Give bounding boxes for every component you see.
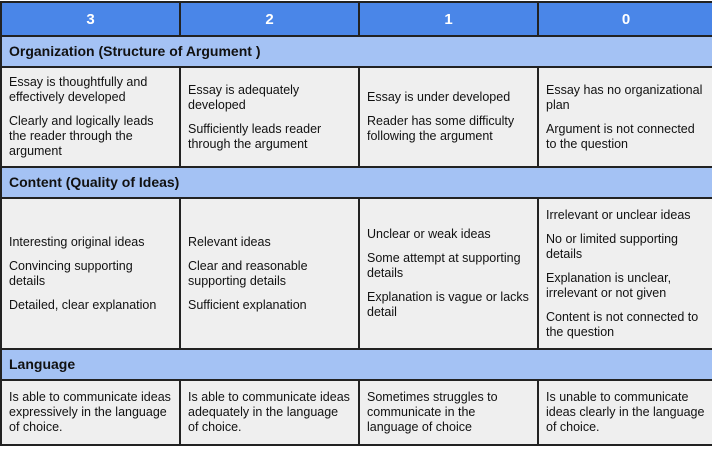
criterion: Interesting original ideas xyxy=(9,234,145,249)
section-header-language: Language xyxy=(0,348,712,381)
section-title: Language xyxy=(0,348,712,381)
table-row: Essay is thoughtfully and effectively de… xyxy=(0,66,712,168)
section-title: Content (Quality of Ideas) xyxy=(0,166,712,199)
criterion: Sufficiently leads reader through the ar… xyxy=(188,121,322,151)
criterion: Essay has no organizational plan xyxy=(546,82,703,112)
criterion: Essay is under developed xyxy=(367,90,511,104)
criterion: Essay is thoughtfully and effectively de… xyxy=(9,75,148,104)
criterion: Explanation is unclear, irrelevant or no… xyxy=(546,270,672,300)
criterion: Clearly and logically leads the reader t… xyxy=(9,114,154,158)
criterion: No or limited supporting details xyxy=(546,231,679,261)
section-title: Organization (Structure of Argument ) xyxy=(0,35,712,68)
rubric-table: 3 2 1 0 Organization (Structure of Argum… xyxy=(0,1,712,446)
score-header-1: 1 xyxy=(358,1,539,37)
score-header-row: 3 2 1 0 xyxy=(0,1,712,37)
criterion: Is able to communicate ideas adequately … xyxy=(188,390,350,434)
score-header-2: 2 xyxy=(179,1,360,37)
criterion: Some attempt at supporting details xyxy=(367,251,521,280)
criteria-cell: Is able to communicate ideas expressivel… xyxy=(0,379,181,446)
criteria-cell: Is unable to communicate ideas clearly i… xyxy=(537,379,712,446)
score-header-3: 3 xyxy=(0,1,181,37)
criterion: Irrelevant or unclear ideas xyxy=(546,207,691,222)
criterion: Is unable to communicate ideas clearly i… xyxy=(546,390,705,434)
criterion: Clear and reasonable supporting details xyxy=(188,258,308,288)
criteria-cell: Essay is thoughtfully and effectively de… xyxy=(0,66,181,168)
criteria-cell: Is able to communicate ideas adequately … xyxy=(179,379,360,446)
criterion: Convincing supporting details xyxy=(9,258,133,288)
criterion: Sometimes struggles to communicate in th… xyxy=(367,390,498,434)
section-header-organization: Organization (Structure of Argument ) xyxy=(0,35,712,68)
section-header-content: Content (Quality of Ideas) xyxy=(0,166,712,199)
table-row: Is able to communicate ideas expressivel… xyxy=(0,379,712,446)
criterion: Argument is not connected to the questio… xyxy=(546,121,695,151)
criterion: Is able to communicate ideas expressivel… xyxy=(9,390,171,434)
criterion: Reader has some difficulty following the… xyxy=(367,114,515,143)
criterion: Explanation is vague or lacks detail xyxy=(367,290,529,319)
criterion: Relevant ideas xyxy=(188,234,271,249)
score-header-0: 0 xyxy=(537,1,712,37)
criterion: Sufficient explanation xyxy=(188,297,307,312)
criterion: Detailed, clear explanation xyxy=(9,297,157,312)
criteria-cell: Sometimes struggles to communicate in th… xyxy=(358,379,539,446)
criterion: Unclear or weak ideas xyxy=(367,227,491,241)
criterion: Content is not connected to the question xyxy=(546,309,699,339)
criteria-cell: Irrelevant or unclear ideas No or limited… xyxy=(537,197,712,350)
criterion: Essay is adequately developed xyxy=(188,82,300,112)
